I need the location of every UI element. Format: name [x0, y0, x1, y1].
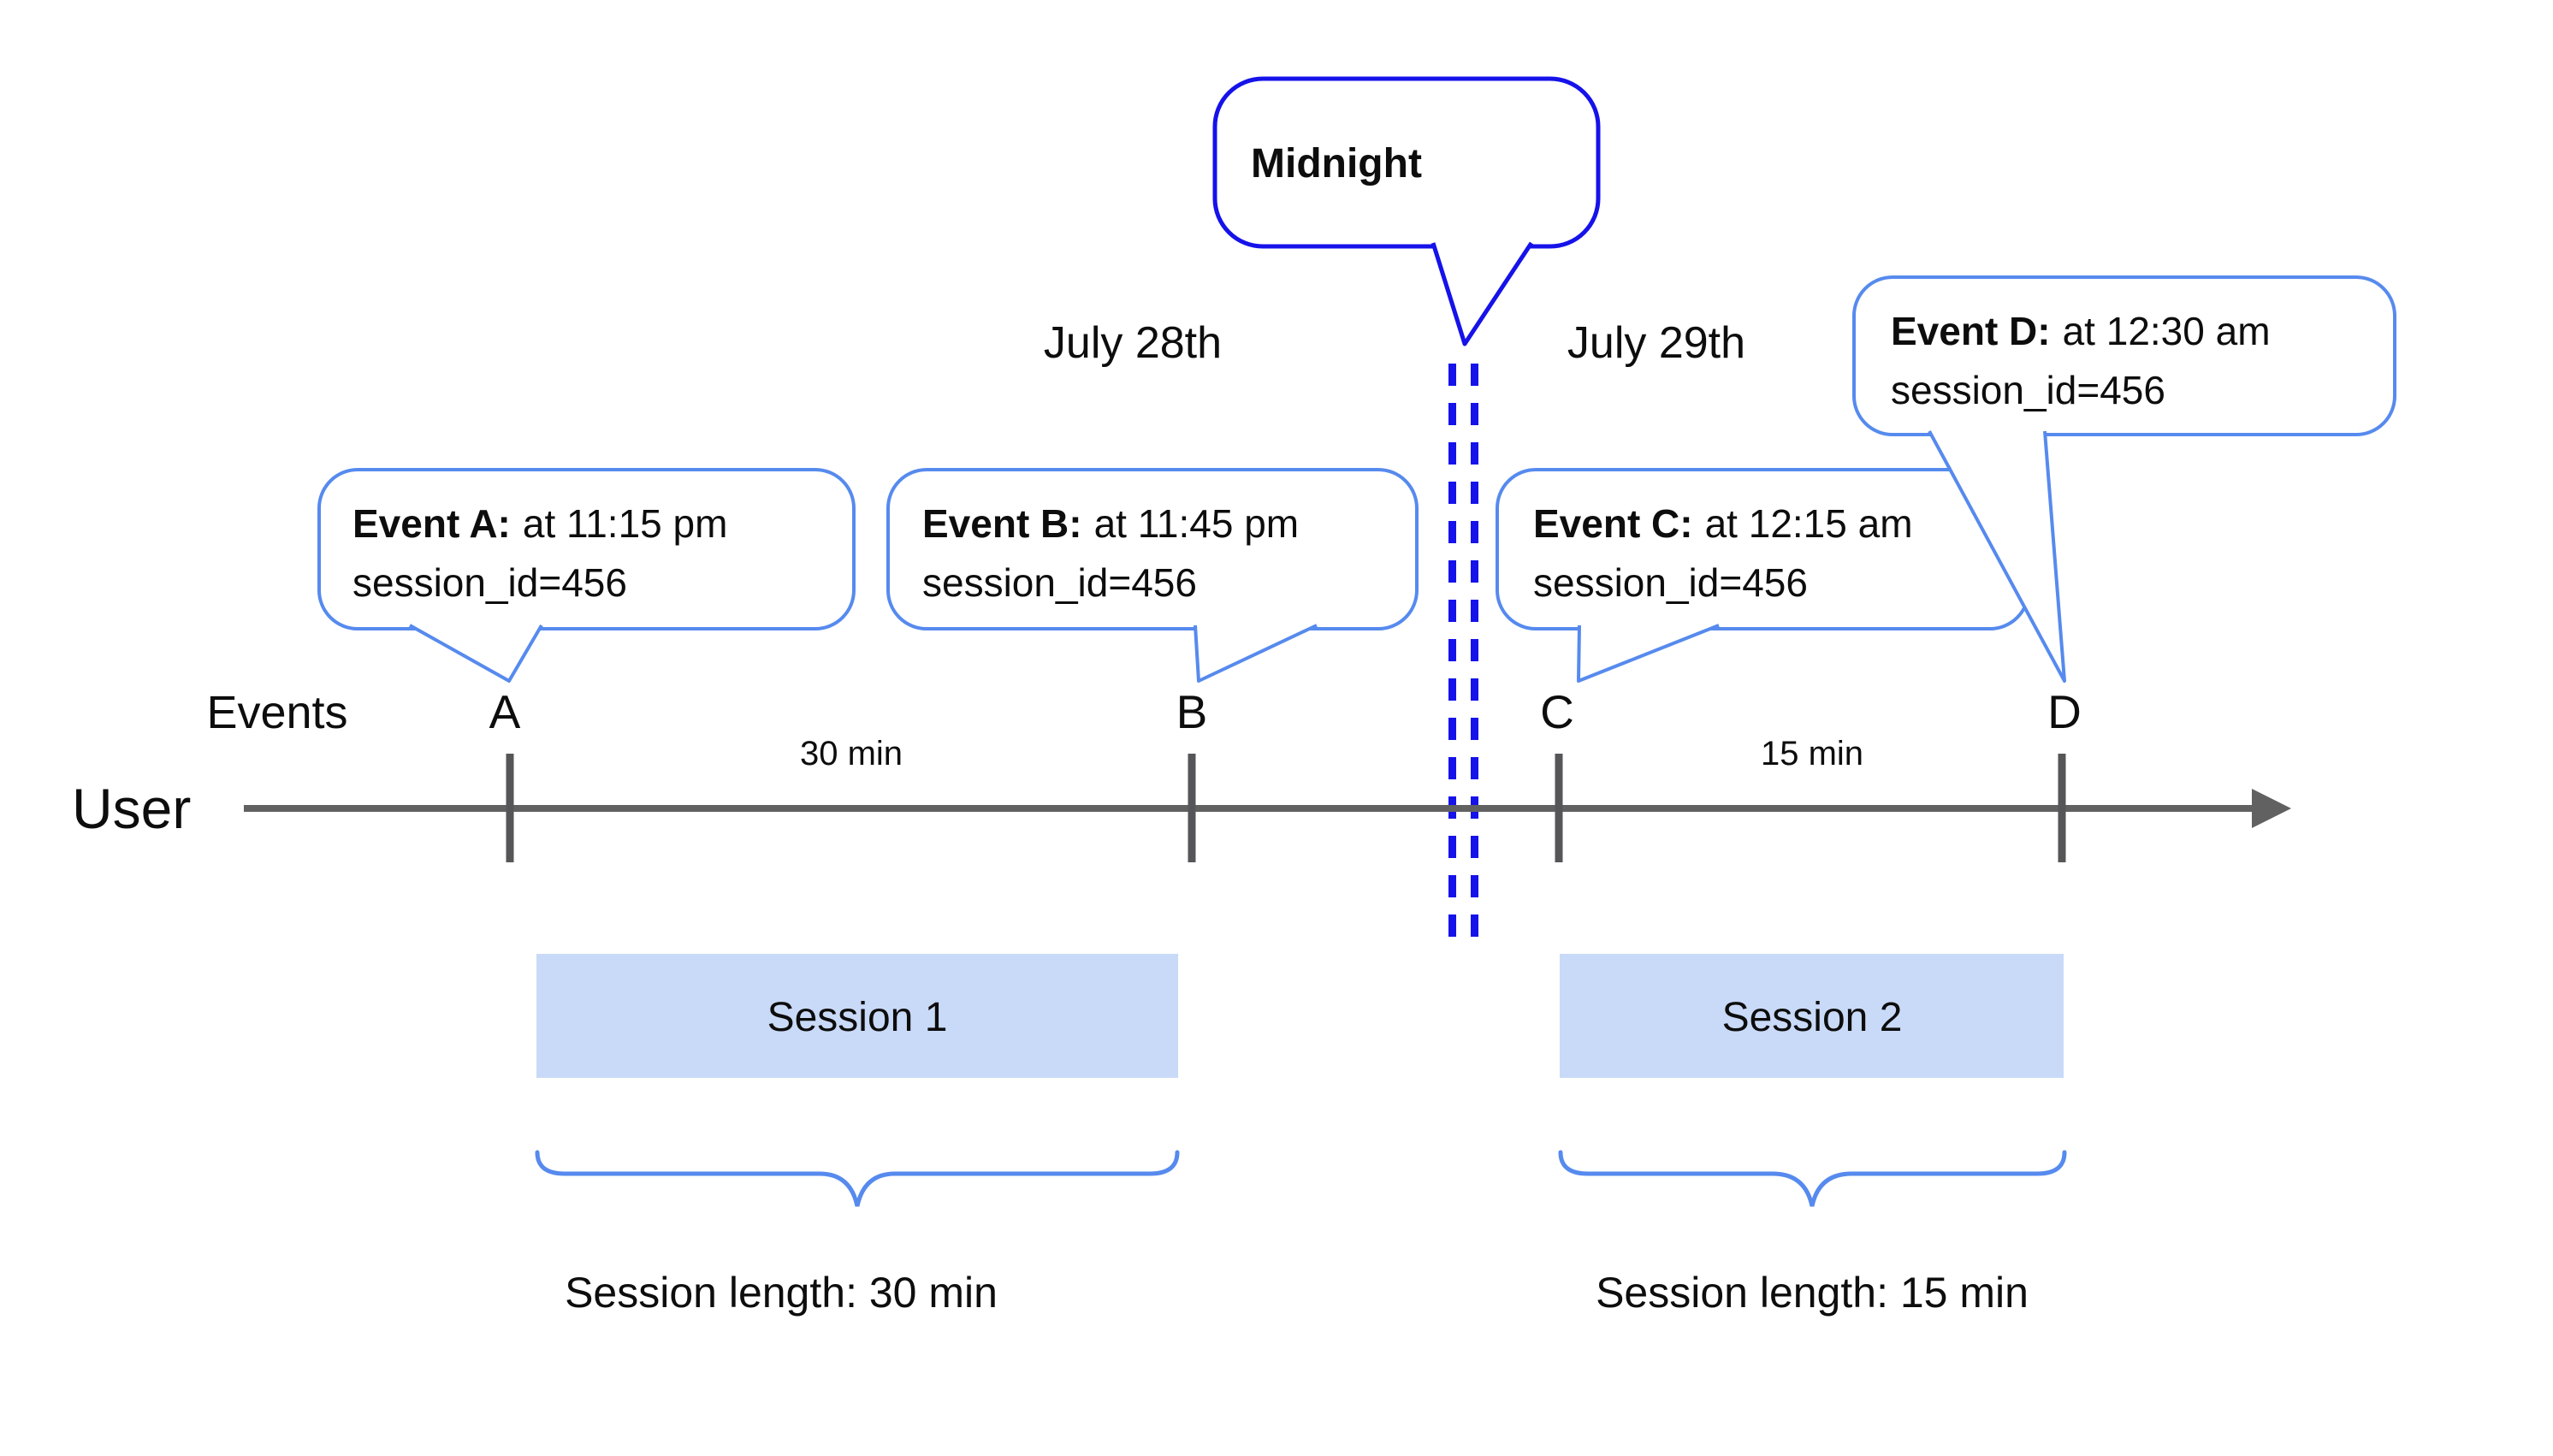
events-axis-label: Events	[206, 687, 347, 738]
event-callout-c-line1: Event C: at 12:15 am	[1533, 501, 1913, 546]
event-callout-a-bubble	[317, 468, 856, 630]
event-callout-b-title: Event B:	[922, 501, 1082, 546]
event-callout-d-line1: Event D: at 12:30 am	[1891, 309, 2271, 353]
event-marker-d: D	[2047, 685, 2082, 738]
date-label-july-28: July 28th	[1044, 318, 1222, 368]
event-callout-b-session: session_id=456	[922, 560, 1197, 605]
timeline-arrowhead-icon	[2252, 789, 2291, 828]
user-axis-label: User	[72, 777, 191, 840]
midnight-callout-tail	[1431, 241, 1534, 346]
event-callout-a-session: session_id=456	[352, 560, 627, 605]
event-callout-d-time: at 12:30 am	[2063, 309, 2271, 353]
event-marker-c: C	[1540, 685, 1574, 738]
event-callout-b-tail	[1194, 624, 1318, 683]
session-1-box	[536, 954, 1178, 1078]
midnight-callout: Midnight	[1212, 76, 1601, 346]
event-callout-c-title: Event C:	[1533, 501, 1693, 546]
event-callout-a-title: Event A:	[352, 501, 511, 546]
session-2-brace	[1558, 1150, 2067, 1207]
session-1-label: Session 1	[767, 995, 948, 1040]
session-1-caption: Session length: 30 min	[565, 1269, 998, 1317]
event-callout-a: Event A: at 11:15 pm session_id=456	[317, 468, 856, 683]
event-callout-b-line1: Event B: at 11:45 pm	[922, 501, 1299, 546]
event-marker-b: B	[1176, 685, 1208, 738]
event-callout-b-time: at 11:45 pm	[1094, 501, 1300, 546]
event-callout-c-time: at 12:15 am	[1705, 501, 1913, 546]
event-callout-d-session: session_id=456	[1891, 368, 2165, 412]
event-callout-a-tail	[409, 624, 543, 683]
event-callout-c: Event C: at 12:15 am session_id=456	[1496, 468, 2030, 683]
event-callout-b: Event B: at 11:45 pm session_id=456	[886, 468, 1419, 683]
event-callout-c-tail	[1577, 624, 1720, 683]
event-callout-c-bubble	[1496, 468, 2030, 630]
event-callout-d-bubble	[1852, 275, 2396, 436]
session-1-brace	[535, 1150, 1180, 1207]
interval-label-cd: 15 min	[1761, 735, 1863, 772]
date-label-july-29: July 29th	[1567, 318, 1745, 368]
event-marker-a: A	[489, 685, 521, 738]
event-callout-d-title: Event D:	[1891, 309, 2051, 353]
interval-label-ab: 30 min	[800, 735, 903, 772]
event-callout-c-session: session_id=456	[1533, 560, 1808, 605]
session-2-caption: Session length: 15 min	[1596, 1269, 2029, 1317]
event-callout-a-line1: Event A: at 11:15 pm	[352, 501, 727, 546]
event-callout-d-tail	[1928, 430, 2066, 683]
midnight-callout-bubble	[1212, 76, 1601, 249]
event-callout-d: Event D: at 12:30 am session_id=456	[1852, 275, 2396, 683]
session-2-box	[1560, 954, 2064, 1078]
event-callout-a-time: at 11:15 pm	[523, 501, 728, 546]
event-callout-b-bubble	[886, 468, 1419, 630]
midnight-callout-label: Midnight	[1251, 141, 1422, 186]
session-2-label: Session 2	[1722, 995, 1903, 1040]
